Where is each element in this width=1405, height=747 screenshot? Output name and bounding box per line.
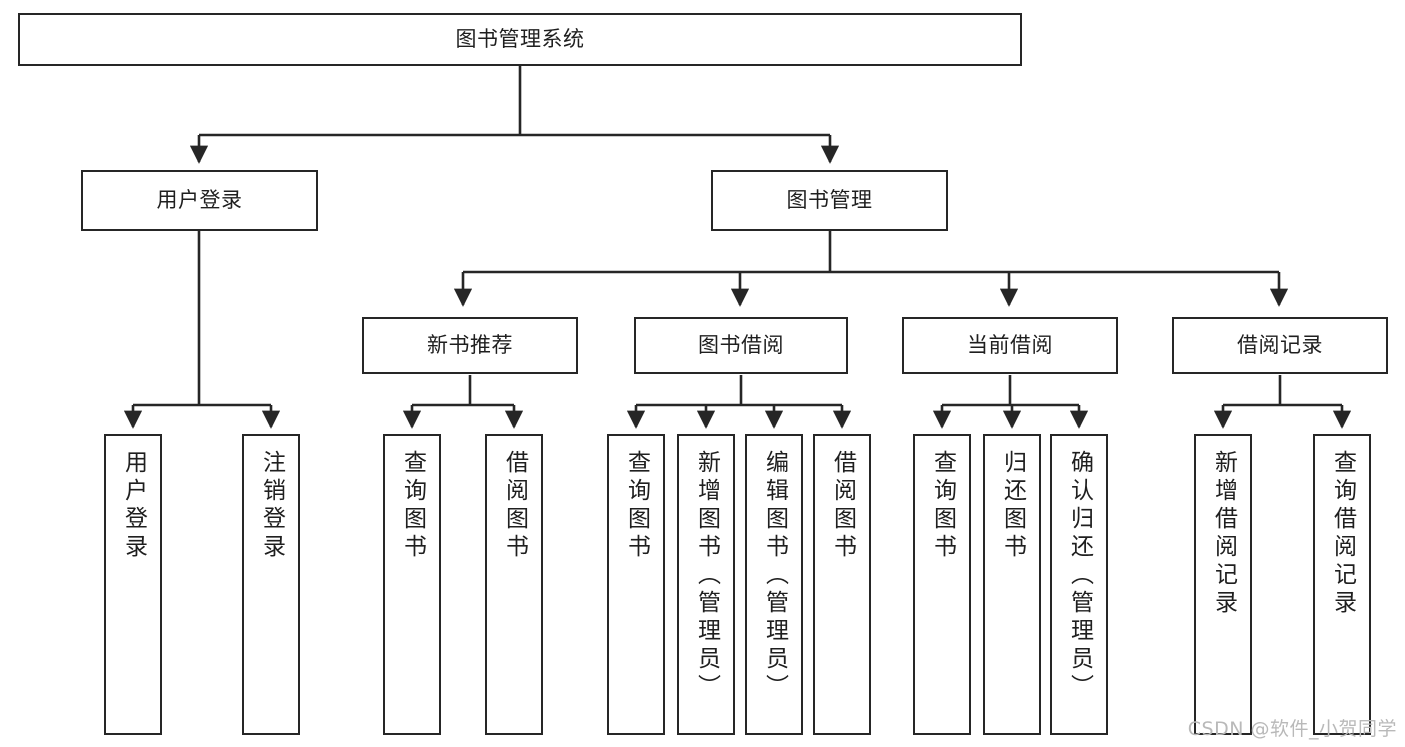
leaf-newbook-borrow-label: 借阅图书 [501, 450, 528, 562]
leaf-record-query-label: 查询借阅记录 [1329, 450, 1356, 618]
node-root-label: 图书管理系统 [455, 27, 585, 52]
node-borrow-record[interactable]: 借阅记录 [1172, 317, 1388, 374]
leaf-user-logout-label: 注销登录 [258, 450, 285, 562]
node-current-borrow[interactable]: 当前借阅 [902, 317, 1118, 374]
node-book-borrow[interactable]: 图书借阅 [634, 317, 848, 374]
leaf-borrow-borrow-book-label: 借阅图书 [829, 450, 856, 562]
leaf-current-query-label: 查询图书 [929, 450, 956, 562]
node-root[interactable]: 图书管理系统 [18, 13, 1022, 66]
leaf-borrow-edit-book-admin[interactable]: 编辑图书（管理员） [745, 434, 803, 735]
leaf-borrow-query-label: 查询图书 [623, 450, 650, 562]
leaf-current-return[interactable]: 归还图书 [983, 434, 1041, 735]
node-book-borrow-label: 图书借阅 [698, 333, 784, 358]
leaf-borrow-edit-book-admin-label: 编辑图书（管理员） [761, 450, 788, 702]
node-user-login-label: 用户登录 [156, 188, 243, 213]
leaf-newbook-borrow[interactable]: 借阅图书 [485, 434, 543, 735]
leaf-record-query[interactable]: 查询借阅记录 [1313, 434, 1371, 735]
leaf-record-add-label: 新增借阅记录 [1210, 450, 1237, 618]
node-new-book-recommend[interactable]: 新书推荐 [362, 317, 578, 374]
leaf-borrow-add-book-admin[interactable]: 新增图书（管理员） [677, 434, 735, 735]
node-new-book-recommend-label: 新书推荐 [427, 333, 513, 358]
leaf-borrow-add-book-admin-label: 新增图书（管理员） [693, 450, 720, 702]
leaf-user-login-label: 用户登录 [120, 450, 147, 562]
leaf-current-return-label: 归还图书 [999, 450, 1026, 562]
leaf-current-confirm-return-admin[interactable]: 确认归还（管理员） [1050, 434, 1108, 735]
node-book-manage[interactable]: 图书管理 [711, 170, 948, 231]
node-user-login[interactable]: 用户登录 [81, 170, 318, 231]
leaf-user-logout[interactable]: 注销登录 [242, 434, 300, 735]
node-book-manage-label: 图书管理 [786, 188, 873, 213]
leaf-newbook-query[interactable]: 查询图书 [383, 434, 441, 735]
leaf-borrow-query[interactable]: 查询图书 [607, 434, 665, 735]
leaf-borrow-borrow-book[interactable]: 借阅图书 [813, 434, 871, 735]
leaf-record-add[interactable]: 新增借阅记录 [1194, 434, 1252, 735]
leaf-newbook-query-label: 查询图书 [399, 450, 426, 562]
leaf-user-login[interactable]: 用户登录 [104, 434, 162, 735]
csdn-watermark: CSDN @软件_小贺同学 [1187, 718, 1397, 740]
leaf-current-confirm-return-admin-label: 确认归还（管理员） [1066, 450, 1093, 702]
node-borrow-record-label: 借阅记录 [1237, 333, 1323, 358]
node-current-borrow-label: 当前借阅 [967, 333, 1053, 358]
leaf-current-query[interactable]: 查询图书 [913, 434, 971, 735]
